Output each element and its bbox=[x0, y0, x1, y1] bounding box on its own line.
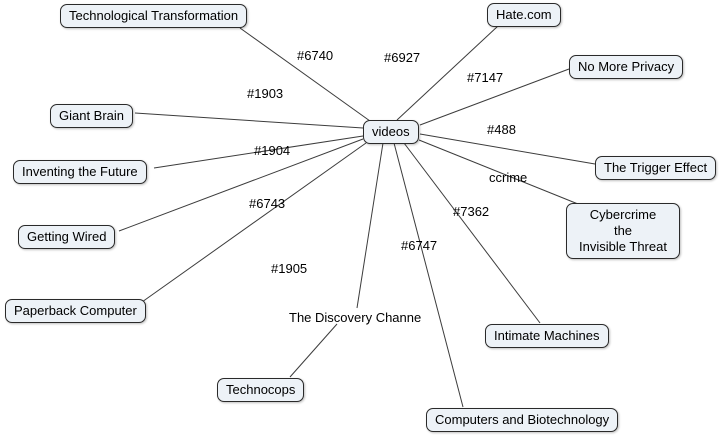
edge-line-inventing-the-future bbox=[153, 135, 364, 169]
node-intimate-machines[interactable]: Intimate Machines bbox=[485, 324, 609, 348]
edge-label-1904: #1904 bbox=[254, 143, 291, 158]
edge-line-cybercrime bbox=[418, 139, 579, 205]
edge-label-6927: #6927 bbox=[384, 50, 421, 65]
edge-label-1903: #1903 bbox=[247, 86, 284, 101]
edge-label-6747: #6747 bbox=[401, 238, 438, 253]
edge-line-computers-and-biotechnology bbox=[393, 142, 464, 408]
node-getting-wired[interactable]: Getting Wired bbox=[18, 225, 116, 249]
node-paperback-computer[interactable]: Paperback Computer bbox=[5, 299, 146, 323]
node-technological-transformation[interactable]: Technological Transformation bbox=[60, 4, 248, 28]
edge-line-no-more-privacy bbox=[419, 68, 570, 126]
edge-label-ccrime: ccrime bbox=[489, 170, 528, 185]
edge-label-7362: #7362 bbox=[453, 204, 490, 219]
edge-label-7147: #7147 bbox=[467, 70, 504, 85]
node-hate-com[interactable]: Hate.com bbox=[487, 3, 561, 27]
node-cybercrime[interactable]: Cybercrime the Invisible Threat bbox=[566, 203, 680, 259]
node-videos[interactable]: videos bbox=[363, 120, 419, 144]
node-giant-brain[interactable]: Giant Brain bbox=[50, 104, 134, 128]
edge-label-488: #488 bbox=[487, 122, 516, 137]
edge-line-trigger-effect bbox=[419, 133, 596, 165]
edge-line-discovery-channel bbox=[356, 142, 384, 309]
node-trigger-effect[interactable]: The Trigger Effect bbox=[595, 156, 717, 180]
edge-line-intimate-machines bbox=[403, 142, 541, 324]
edge-line-getting-wired bbox=[118, 138, 364, 232]
edge-line-technological-transformation bbox=[239, 27, 371, 122]
node-technocops[interactable]: Technocops bbox=[217, 378, 305, 402]
node-discovery-channel[interactable]: The Discovery Channe bbox=[289, 310, 422, 325]
node-computers-and-biotechnology[interactable]: Computers and Biotechnology bbox=[426, 408, 619, 432]
edge-line-discovery-to-technocops bbox=[289, 323, 338, 378]
edge-line-paperback-computer bbox=[141, 142, 367, 303]
node-no-more-privacy[interactable]: No More Privacy bbox=[569, 55, 684, 79]
edge-line-giant-brain bbox=[134, 112, 364, 129]
edge-label-1905: #1905 bbox=[271, 261, 308, 276]
edge-label-6740: #6740 bbox=[297, 48, 334, 63]
edge-line-hate-com bbox=[396, 25, 499, 121]
edge-label-6743: #6743 bbox=[249, 196, 286, 211]
node-inventing-the-future[interactable]: Inventing the Future bbox=[13, 160, 147, 184]
